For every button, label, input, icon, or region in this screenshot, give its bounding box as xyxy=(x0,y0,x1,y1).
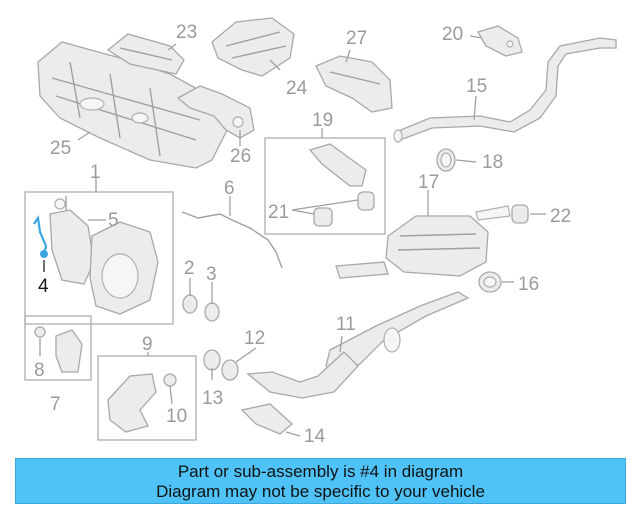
label-27[interactable]: 27 xyxy=(346,28,367,49)
label-24[interactable]: 24 xyxy=(286,78,308,99)
part-24-heat-shield[interactable] xyxy=(211,17,295,77)
label-9[interactable]: 9 xyxy=(142,334,153,355)
label-10[interactable]: 10 xyxy=(166,406,187,427)
label-7[interactable]: 7 xyxy=(50,394,61,415)
label-26[interactable]: 26 xyxy=(230,146,251,167)
label-3[interactable]: 3 xyxy=(206,264,217,285)
part-6-pipe[interactable] xyxy=(181,211,283,269)
part-16-clamp[interactable] xyxy=(478,271,502,293)
part-3-gasket[interactable] xyxy=(204,302,220,322)
label-6[interactable]: 6 xyxy=(224,178,235,199)
label-12[interactable]: 12 xyxy=(244,328,265,349)
part-12-gasket[interactable] xyxy=(221,359,239,381)
part-17-rear-muffler[interactable] xyxy=(335,205,511,279)
label-17[interactable]: 17 xyxy=(418,172,439,193)
part-7-mount[interactable] xyxy=(34,326,83,373)
part-20-bracket[interactable] xyxy=(477,25,523,57)
label-11[interactable]: 11 xyxy=(336,314,356,335)
part-19-group-box xyxy=(264,137,386,235)
label-20[interactable]: 20 xyxy=(442,24,463,45)
part-19-bracket[interactable] xyxy=(308,143,367,187)
label-21[interactable]: 21 xyxy=(268,202,289,223)
part-number-labels: 23 24 27 20 15 25 26 19 18 17 1 6 21 22 … xyxy=(34,22,571,447)
part-23-heat-shield[interactable] xyxy=(106,33,185,75)
part-26-bracket[interactable] xyxy=(176,85,255,139)
part-14-front-pipe[interactable] xyxy=(240,351,359,435)
part-9-group-box xyxy=(97,355,197,441)
label-16[interactable]: 16 xyxy=(518,274,539,295)
info-banner: Part or sub-assembly is #4 in diagram Di… xyxy=(15,458,626,504)
label-14[interactable]: 14 xyxy=(304,426,326,447)
label-4[interactable]: 4 xyxy=(38,276,49,297)
part-1-converter[interactable] xyxy=(49,196,159,315)
label-19[interactable]: 19 xyxy=(312,110,333,131)
part-13-gasket[interactable] xyxy=(203,349,221,371)
part-18-clamp[interactable] xyxy=(436,148,456,172)
label-15[interactable]: 15 xyxy=(466,76,487,97)
label-2[interactable]: 2 xyxy=(184,258,195,279)
part-15-tail-pipe[interactable] xyxy=(393,37,617,143)
label-18[interactable]: 18 xyxy=(482,152,503,173)
label-23[interactable]: 23 xyxy=(176,22,197,43)
part-7-group-box xyxy=(24,315,92,381)
banner-line-2: Diagram may not be specific to your vehi… xyxy=(156,482,485,501)
label-22[interactable]: 22 xyxy=(550,206,571,227)
part-1-group-box xyxy=(24,191,174,325)
part-22-mount[interactable] xyxy=(511,204,529,224)
label-13[interactable]: 13 xyxy=(202,388,223,409)
part-2-gasket[interactable] xyxy=(182,294,198,314)
label-25[interactable]: 25 xyxy=(50,138,71,159)
part-21-mount[interactable] xyxy=(313,191,375,227)
banner-line-1: Part or sub-assembly is #4 in diagram xyxy=(177,462,464,481)
label-1[interactable]: 1 xyxy=(90,162,101,183)
part-4-sensor-bracket[interactable] xyxy=(33,214,48,258)
part-27-heat-shield[interactable] xyxy=(315,55,393,113)
label-8[interactable]: 8 xyxy=(34,360,45,381)
leader-lines xyxy=(39,35,546,437)
label-5[interactable]: 5 xyxy=(108,210,119,231)
part-9-bracket[interactable] xyxy=(107,373,177,433)
